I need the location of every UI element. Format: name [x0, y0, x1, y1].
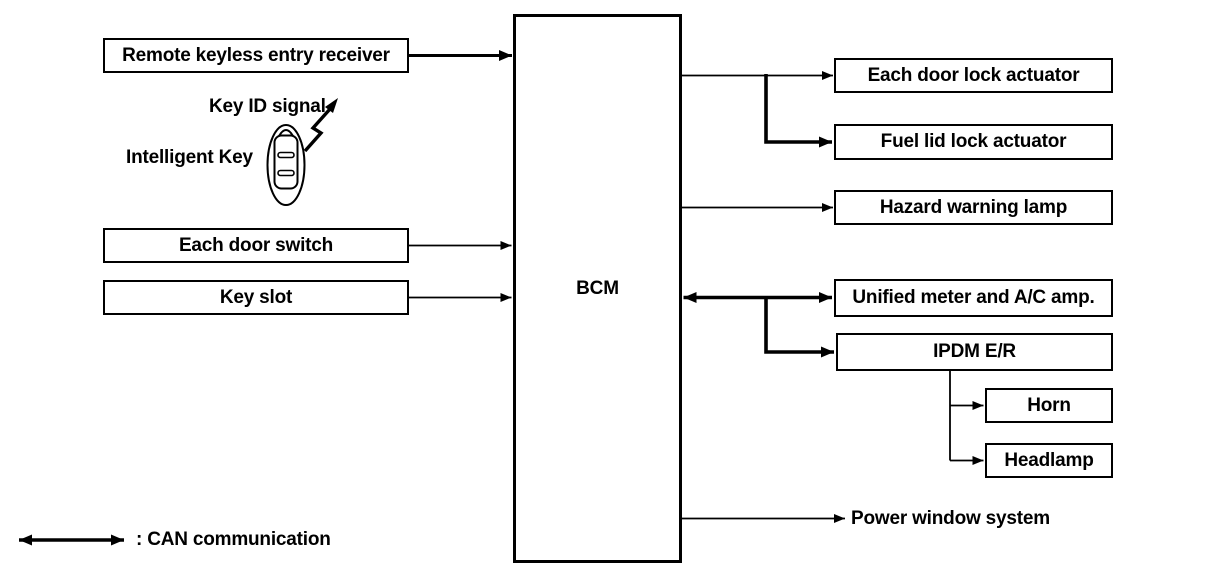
node-ipdm-er: IPDM E/R	[836, 333, 1113, 371]
label-key-id-signal: Key ID signal	[209, 96, 326, 117]
legend-can-communication: : CAN communication	[136, 529, 331, 550]
node-unified-meter-ac-amp: Unified meter and A/C amp.	[834, 279, 1113, 317]
key-signal-bolt-arrowhead	[325, 98, 338, 113]
intelligent-key-icon	[266, 98, 338, 206]
connector-bcm-to-fuel-lid-actuator	[764, 74, 832, 148]
node-label: Key slot	[219, 286, 293, 308]
key-fob-button-panel	[273, 134, 299, 190]
node-each-door-lock-actuator: Each door lock actuator	[834, 58, 1113, 93]
node-label: BCM	[576, 277, 619, 299]
node-label: IPDM E/R	[933, 341, 1016, 362]
node-bcm: BCM	[513, 14, 682, 563]
label-intelligent-key: Intelligent Key	[126, 147, 253, 168]
key-signal-bolt-icon	[303, 107, 332, 153]
key-fob-button-divider	[277, 169, 295, 177]
node-horn: Horn	[985, 388, 1113, 423]
node-headlamp: Headlamp	[985, 443, 1113, 478]
node-key-slot: Key slot	[103, 280, 409, 315]
key-fob-button-divider	[277, 151, 295, 159]
key-fob-cap	[278, 129, 294, 137]
node-each-door-switch: Each door switch	[103, 228, 409, 263]
node-fuel-lid-lock-actuator: Fuel lid lock actuator	[834, 124, 1113, 160]
node-label: Hazard warning lamp	[879, 196, 1068, 218]
node-label: Remote keyless entry receiver	[122, 44, 390, 66]
node-label: Each door switch	[178, 234, 334, 256]
node-label: Headlamp	[1004, 449, 1094, 471]
node-label: Each door lock actuator	[867, 64, 1080, 86]
node-hazard-warning-lamp: Hazard warning lamp	[834, 190, 1113, 225]
node-label: Unified meter and A/C amp.	[852, 287, 1095, 308]
node-label: Horn	[1027, 394, 1071, 416]
label-power-window-system: Power window system	[851, 508, 1050, 529]
node-label: Fuel lid lock actuator	[880, 131, 1067, 152]
node-remote-keyless-entry-receiver: Remote keyless entry receiver	[103, 38, 409, 73]
connector-can-bcm-ipdm	[764, 296, 834, 358]
